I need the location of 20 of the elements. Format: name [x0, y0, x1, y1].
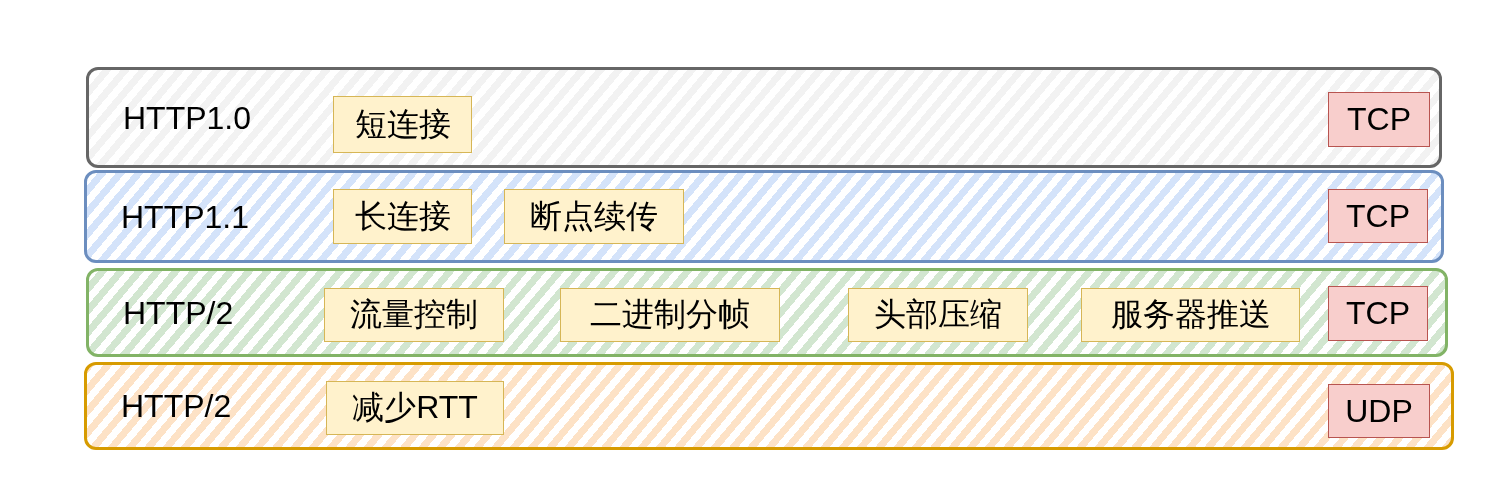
feature-tag: 减少RTT [326, 381, 504, 435]
feature-tag: 流量控制 [324, 288, 504, 342]
feature-tag: 服务器推送 [1081, 288, 1300, 342]
feature-tag: 长连接 [333, 189, 472, 244]
transport-protocol-tag: TCP [1328, 189, 1428, 243]
layer-band [84, 362, 1454, 450]
transport-protocol-tag: TCP [1328, 92, 1430, 147]
feature-tag: 头部压缩 [848, 288, 1028, 342]
protocol-version-label: HTTP1.1 [121, 198, 250, 235]
layer-band [84, 170, 1444, 263]
feature-tag: 断点续传 [504, 189, 684, 244]
layer-band [86, 268, 1448, 357]
protocol-version-label: HTTP/2 [121, 387, 232, 425]
protocol-version-label: HTTP1.0 [123, 99, 252, 136]
transport-protocol-tag: UDP [1328, 384, 1430, 438]
transport-protocol-tag: TCP [1328, 286, 1428, 341]
layer-band [86, 67, 1442, 168]
feature-tag: 短连接 [333, 96, 472, 153]
protocol-version-label: HTTP/2 [123, 294, 234, 331]
feature-tag: 二进制分帧 [560, 288, 780, 342]
